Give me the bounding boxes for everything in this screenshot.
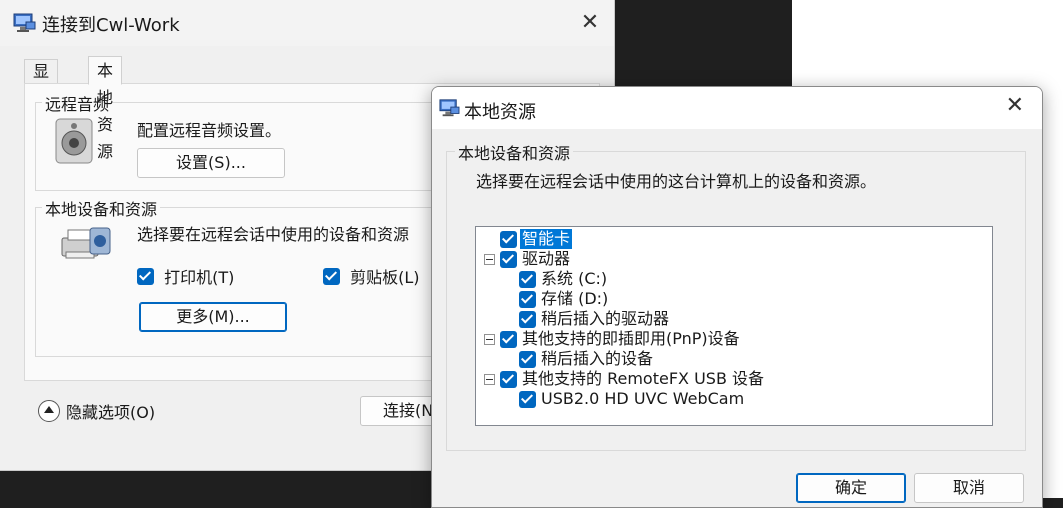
tree-item-later-devices[interactable]: 稍后插入的设备 <box>476 349 986 369</box>
group-label: 本地设备和资源 <box>455 140 574 164</box>
tree-item-drive-d[interactable]: 存储 (D:) <box>476 289 986 309</box>
close-icon[interactable]: ✕ <box>580 10 600 35</box>
checkbox-checked-icon[interactable] <box>500 251 517 268</box>
tree-item-label: 其他支持的即插即用(PnP)设备 <box>522 329 740 348</box>
dialog-devices-group: 本地设备和资源 <box>446 140 1026 451</box>
tree-item-label: 存储 (D:) <box>541 289 609 308</box>
tree-item-label: 稍后插入的驱动器 <box>541 309 670 328</box>
tree-item-pnp-devices[interactable]: 其他支持的即插即用(PnP)设备 <box>476 329 986 349</box>
dialog-title: 本地资源 <box>464 102 536 123</box>
tree-item-drive-c[interactable]: 系统 (C:) <box>476 269 986 289</box>
tab-display[interactable]: 显示 <box>24 59 59 105</box>
checkbox-checked-icon[interactable] <box>500 231 517 248</box>
more-button[interactable]: 更多(M)... <box>139 302 287 332</box>
checkbox-checked-icon <box>137 267 154 285</box>
tree-item-label: 其他支持的 RemoteFX USB 设备 <box>522 369 765 388</box>
ok-button[interactable]: 确定 <box>796 473 906 503</box>
dialog-title-bar[interactable]: 本地资源 ✕ <box>432 87 1042 129</box>
checkbox-checked-icon[interactable] <box>519 291 536 308</box>
remote-desktop-icon <box>439 99 460 117</box>
tree-item-remotefx-usb[interactable]: 其他支持的 RemoteFX USB 设备 <box>476 369 986 389</box>
remote-audio-description: 配置远程音频设置。 <box>137 121 282 140</box>
checkbox-checked-icon[interactable] <box>519 311 536 328</box>
local-resources-dialog: 本地资源 ✕ 本地设备和资源 选择要在远程会话中使用的这台计算机上的设备和资源。… <box>431 86 1043 508</box>
checkbox-checked-icon <box>323 267 340 285</box>
tree-item-label: 驱动器 <box>522 249 571 268</box>
audio-settings-button[interactable]: 设置(S)... <box>137 148 285 178</box>
tree-item-label: USB2.0 HD UVC WebCam <box>541 389 745 408</box>
dialog-description: 选择要在远程会话中使用的这台计算机上的设备和资源。 <box>476 172 877 191</box>
checkbox-checked-icon[interactable] <box>519 391 536 408</box>
checkbox-checked-icon[interactable] <box>519 271 536 288</box>
clipboard-checkbox[interactable]: 剪贴板(L) <box>323 264 420 288</box>
tree-item-label: 系统 (C:) <box>541 269 608 288</box>
close-icon[interactable]: ✕ <box>1005 93 1024 118</box>
checkbox-checked-icon[interactable] <box>519 351 536 368</box>
remote-audio-group: 远程音频 配置远程音频设置。 设置(S)... <box>35 91 597 191</box>
group-label: 远程音频 <box>42 91 113 115</box>
collapse-icon[interactable] <box>484 334 495 345</box>
tree-item-later-drives[interactable]: 稍后插入的驱动器 <box>476 309 986 329</box>
group-label: 本地设备和资源 <box>42 196 161 220</box>
speaker-icon <box>55 118 93 164</box>
local-devices-description: 选择要在远程会话中使用的设备和资源 <box>137 225 410 244</box>
local-devices-group: 本地设备和资源 选择要在远程会话中使用的设备和资源 打印机(T) 剪贴板(L) … <box>35 196 597 357</box>
cancel-button[interactable]: 取消 <box>914 473 1024 503</box>
tree-item-label: 稍后插入的设备 <box>541 349 654 368</box>
window-title: 连接到Cwl-Work <box>42 15 180 36</box>
printer-checkbox[interactable]: 打印机(T) <box>137 264 234 288</box>
tree-item-webcam[interactable]: USB2.0 HD UVC WebCam <box>476 389 986 409</box>
device-tree[interactable]: 智能卡 驱动器 系统 (C:) 存储 (D:) 稍后插入的驱动器 其他支持的即插… <box>475 226 993 426</box>
hide-options-toggle[interactable]: 隐藏选项(O) <box>38 399 155 423</box>
tab-local-resources[interactable]: 本地资源 <box>88 56 123 161</box>
checkbox-checked-icon[interactable] <box>500 371 517 388</box>
tree-item-drives[interactable]: 驱动器 <box>476 249 986 269</box>
chevron-up-icon <box>38 400 60 422</box>
tab-label: 本地资源 <box>97 61 114 161</box>
collapse-icon[interactable] <box>484 254 495 265</box>
title-bar[interactable]: 连接到Cwl-Work ✕ <box>0 0 614 46</box>
hide-options-label: 隐藏选项(O) <box>66 403 156 422</box>
tree-item-smart-card[interactable]: 智能卡 <box>476 229 986 249</box>
checkbox-checked-icon[interactable] <box>500 331 517 348</box>
printer-label: 打印机(T) <box>164 268 235 287</box>
devices-icon <box>61 227 111 259</box>
collapse-icon[interactable] <box>484 374 495 385</box>
remote-desktop-icon <box>13 13 36 32</box>
clipboard-label: 剪贴板(L) <box>350 268 420 287</box>
tree-item-label: 智能卡 <box>520 229 573 249</box>
